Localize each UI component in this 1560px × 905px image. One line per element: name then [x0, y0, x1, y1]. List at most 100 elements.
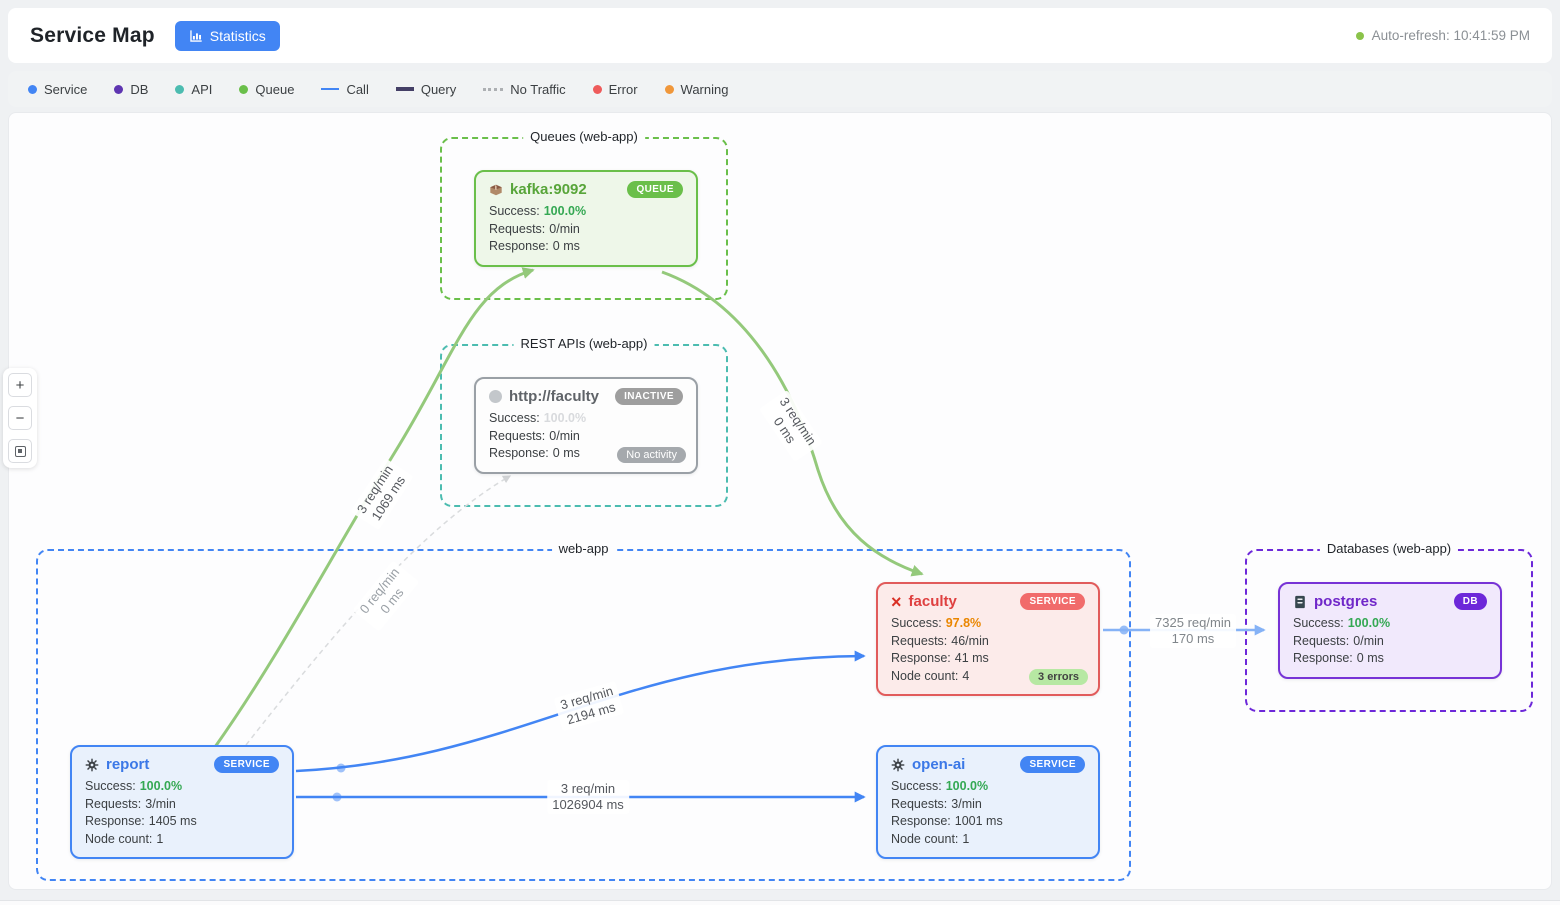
stat-label: Requests:	[891, 796, 948, 811]
zoom-controls: + −	[3, 368, 37, 468]
package-icon	[489, 183, 503, 197]
header: Service Map Statistics Auto-refresh: 10:…	[8, 8, 1552, 63]
legend-item-service: Service	[28, 82, 87, 97]
statistics-button-label: Statistics	[209, 27, 266, 44]
stat-value: 100.0%	[139, 779, 183, 793]
group-label-queues: Queues (web-app)	[523, 129, 645, 144]
legend-item-error: Error	[592, 81, 638, 97]
stat-label: Success:	[489, 204, 540, 218]
stat-label: Success:	[489, 411, 540, 425]
stat-value: 100.0%	[543, 411, 587, 425]
node-kafka[interactable]: kafka:9092 QUEUE Success:100.0% Requests…	[474, 170, 698, 267]
stat-label: Requests:	[1293, 633, 1350, 648]
node-name: postgres	[1314, 593, 1378, 610]
legend-label: DB	[130, 81, 149, 97]
legend-label: Query	[420, 81, 457, 97]
legend-label: API	[191, 81, 213, 97]
fit-view-icon	[14, 445, 26, 457]
stat-label: Requests:	[85, 796, 142, 811]
stat-label: Response:	[891, 814, 951, 828]
stat-value: 46/min	[951, 633, 989, 648]
stat-label: Node count:	[85, 831, 153, 846]
node-open-ai[interactable]: open-ai SERVICE Success:100.0% Requests:…	[876, 745, 1100, 859]
no-activity-badge: No activity	[617, 446, 686, 463]
warning-dot-icon	[664, 84, 674, 94]
refresh-status-dot-icon	[1355, 31, 1364, 40]
edge-latency: 170 ms	[1171, 631, 1215, 646]
group-label-web-app: web-app	[551, 541, 616, 556]
database-icon	[1293, 595, 1307, 609]
edge-label-report-openai: 3 req/min 1026904 ms	[547, 780, 629, 814]
stat-value: 0 ms	[1356, 651, 1384, 665]
stat-value: 1	[156, 831, 164, 846]
stat-value: 0 ms	[552, 446, 580, 460]
node-name: faculty	[908, 593, 957, 610]
legend-item-warning: Warning	[664, 81, 729, 97]
group-queues: Queues (web-app)	[440, 129, 728, 300]
stat-label: Requests:	[489, 428, 546, 443]
globe-icon	[489, 390, 502, 403]
no-traffic-line-icon	[483, 87, 504, 91]
errors-badge: 3 errors	[1029, 669, 1088, 685]
auto-refresh-status: Auto-refresh: 10:41:59 PM	[1355, 28, 1530, 43]
legend-label: Warning	[680, 81, 729, 97]
node-report[interactable]: report SERVICE Success:100.0% Requests:3…	[70, 745, 294, 859]
stat-value: 0/min	[549, 221, 580, 236]
edge-rate: 3 req/min	[560, 781, 616, 796]
error-dot-icon	[592, 84, 602, 94]
node-type-badge: SERVICE	[1020, 593, 1085, 610]
node-type-badge: DB	[1453, 593, 1487, 610]
legend-item-queue: Queue	[239, 82, 294, 97]
stat-label: Response:	[891, 651, 951, 665]
stat-value: 1	[962, 831, 970, 846]
stat-value: 100.0%	[543, 204, 587, 218]
stat-label: Success:	[1293, 616, 1344, 630]
query-line-icon	[395, 87, 414, 91]
stat-value: 97.8%	[945, 616, 982, 630]
node-faculty[interactable]: × faculty SERVICE Success:97.8% Requests…	[876, 582, 1100, 696]
node-name: report	[106, 756, 150, 773]
legend-item-no-traffic: No Traffic	[483, 81, 566, 97]
stat-value: 3/min	[145, 796, 176, 811]
stat-label: Response:	[489, 239, 549, 253]
legend-label: Error	[608, 81, 638, 97]
fit-view-button[interactable]	[8, 439, 32, 463]
legend-item-query: Query	[395, 81, 457, 97]
stat-value: 0/min	[549, 428, 580, 443]
node-name: http://faculty	[509, 388, 599, 405]
zoom-out-button[interactable]: −	[8, 406, 32, 430]
stat-value: 3/min	[951, 796, 982, 811]
stat-label: Success:	[891, 779, 942, 793]
service-dot-icon	[28, 84, 37, 94]
page-title: Service Map	[30, 23, 155, 47]
stat-value: 1405 ms	[148, 814, 197, 828]
zoom-in-button[interactable]: +	[8, 373, 32, 397]
stat-label: Requests:	[891, 633, 948, 648]
statistics-button[interactable]: Statistics	[174, 20, 280, 51]
node-postgres[interactable]: postgres DB Success:100.0% Requests:0/mi…	[1278, 582, 1502, 679]
api-dot-icon	[175, 84, 185, 94]
bar-chart-icon	[189, 29, 203, 43]
node-type-badge: SERVICE	[1020, 756, 1085, 773]
stat-value: 41 ms	[954, 651, 989, 665]
legend-label: No Traffic	[510, 81, 566, 97]
stat-value: 100.0%	[945, 779, 989, 793]
legend-label: Service	[44, 81, 88, 97]
node-type-badge: INACTIVE	[615, 388, 683, 405]
legend-bar: Service DB API Queue Call Query No Traff…	[8, 71, 1552, 107]
legend-label: Call	[346, 81, 369, 97]
call-line-icon	[321, 88, 340, 90]
gear-icon	[85, 758, 99, 772]
legend-label: Queue	[255, 81, 295, 97]
node-type-badge: SERVICE	[214, 756, 279, 773]
stat-label: Response:	[85, 814, 145, 828]
edge-label-faculty-postgres: 7325 req/min 170 ms	[1150, 614, 1236, 648]
stat-value: 0 ms	[552, 239, 580, 253]
group-label-rest-apis: REST APIs (web-app)	[513, 336, 655, 351]
db-dot-icon	[114, 84, 124, 94]
node-http-faculty[interactable]: http://faculty INACTIVE Success:100.0% R…	[474, 377, 698, 474]
stat-value: 4	[962, 668, 970, 683]
error-x-icon: ×	[891, 591, 902, 612]
queue-dot-icon	[239, 84, 249, 94]
